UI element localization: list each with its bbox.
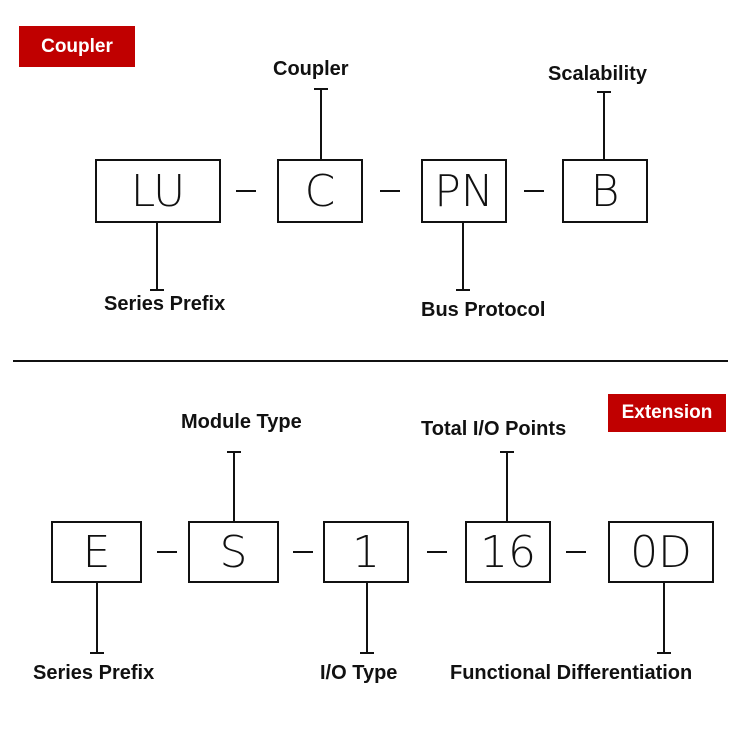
- separator-dash: [524, 190, 544, 192]
- label-series-prefix: Series Prefix: [104, 293, 226, 315]
- label-io-type: I/O Type: [320, 662, 398, 684]
- connector-line: [233, 451, 235, 522]
- label-bus-protocol: Bus Protocol: [421, 299, 546, 321]
- separator-dash: [236, 190, 256, 192]
- code-box-pn: PN: [421, 159, 507, 223]
- connector-line: [320, 88, 322, 161]
- separator-dash: [380, 190, 400, 192]
- label-series-prefix-ext: Series Prefix: [33, 662, 155, 684]
- code-box-e: E: [51, 521, 142, 583]
- connector-line: [156, 223, 158, 290]
- connector-cap: [360, 652, 374, 654]
- connector-cap: [150, 289, 164, 291]
- coupler-badge: Coupler: [19, 26, 135, 67]
- label-total-io-points: Total I/O Points: [421, 418, 567, 440]
- code-box-16: 16: [465, 521, 551, 583]
- separator-dash: [157, 551, 177, 553]
- connector-line: [663, 583, 665, 653]
- connector-cap: [90, 652, 104, 654]
- code-box-c: C: [277, 159, 363, 223]
- code-box-1: 1: [323, 521, 409, 583]
- code-box-lu: LU: [95, 159, 221, 223]
- connector-line: [506, 451, 508, 522]
- separator-dash: [427, 551, 447, 553]
- connector-line: [603, 91, 605, 161]
- code-box-0d: 0D: [608, 521, 714, 583]
- extension-badge: Extension: [608, 394, 726, 432]
- label-scalability: Scalability: [548, 63, 647, 85]
- connector-cap: [657, 652, 671, 654]
- connector-cap: [456, 289, 470, 291]
- separator-dash: [566, 551, 586, 553]
- connector-line: [462, 223, 464, 290]
- label-functional-differentiation: Functional Differentiation: [450, 662, 693, 684]
- connector-line: [366, 583, 368, 653]
- label-module-type: Module Type: [181, 411, 302, 433]
- separator-dash: [293, 551, 313, 553]
- connector-line: [96, 583, 98, 653]
- code-box-s: S: [188, 521, 279, 583]
- section-divider: [13, 360, 728, 362]
- code-box-b: B: [562, 159, 648, 223]
- label-coupler: Coupler: [273, 58, 349, 80]
